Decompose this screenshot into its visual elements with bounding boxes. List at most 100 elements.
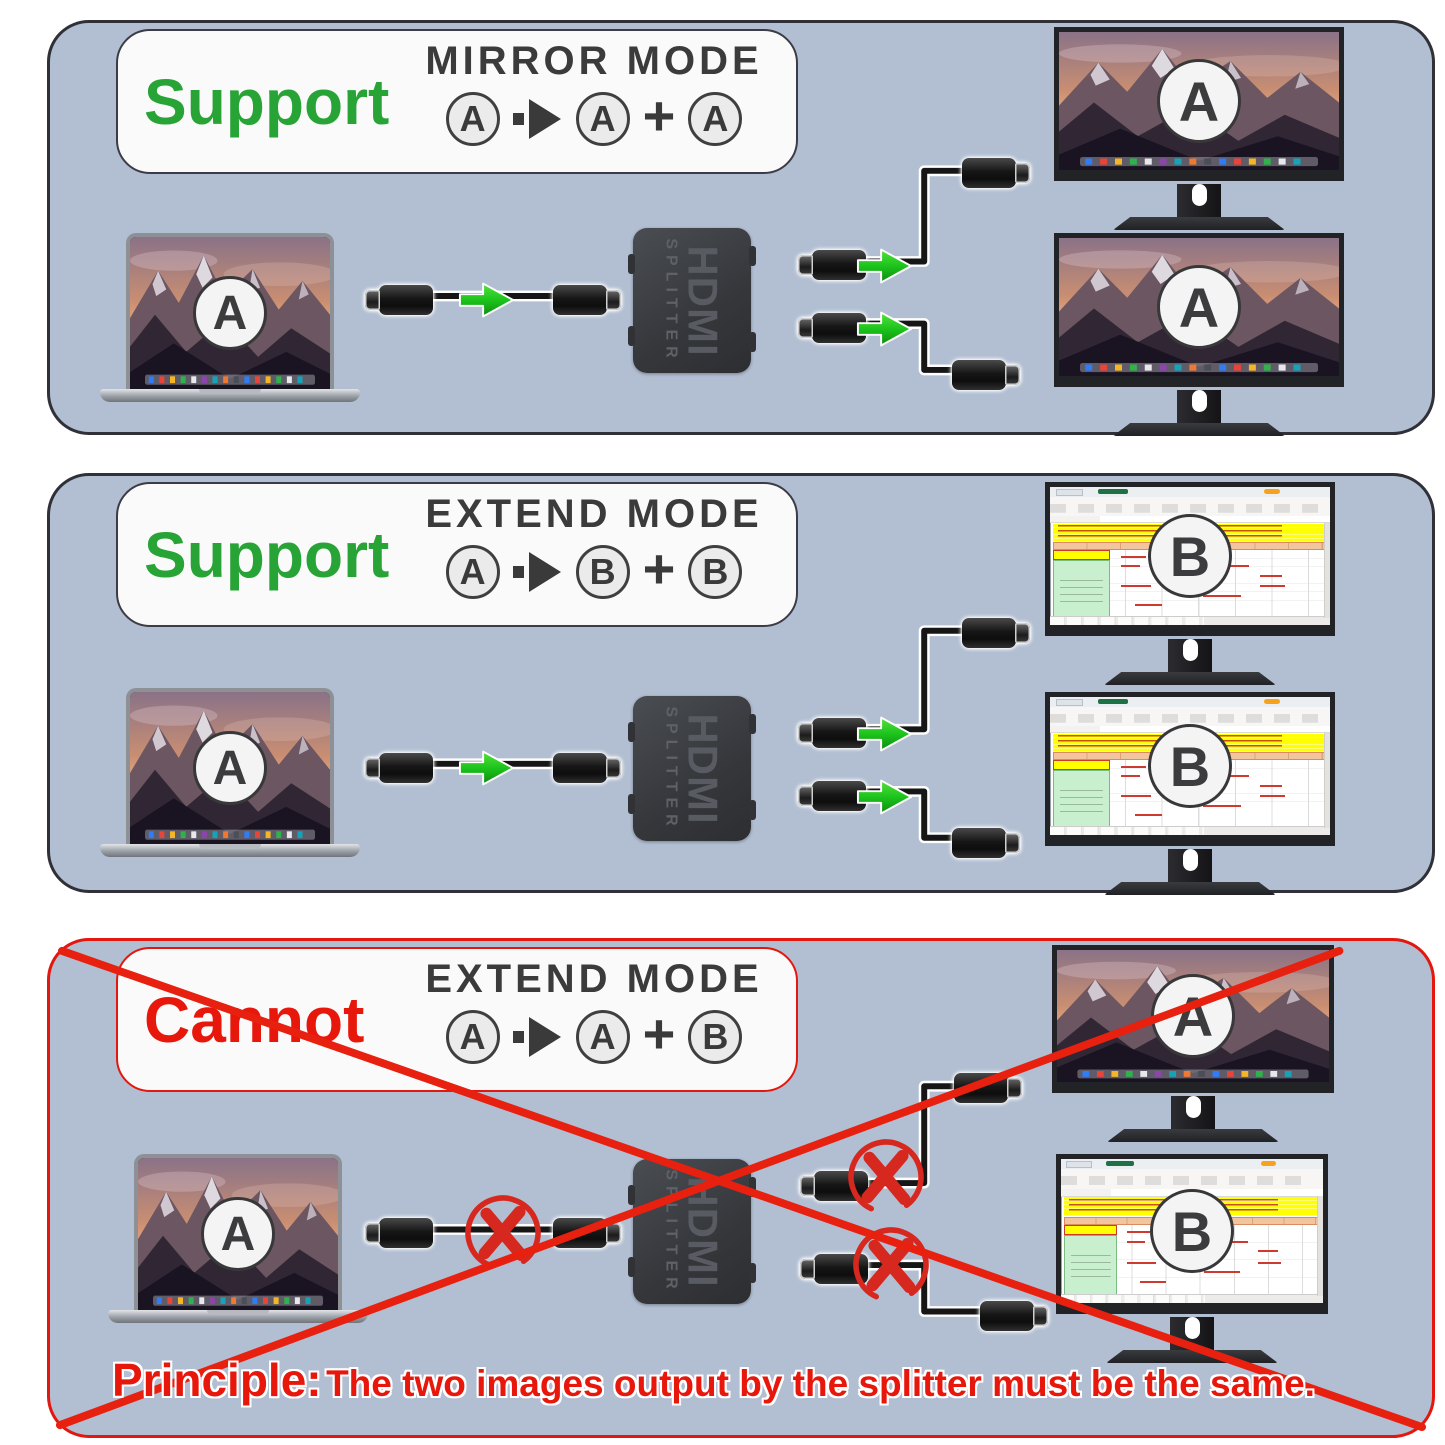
- monitor-signal-tag: A: [1151, 974, 1235, 1058]
- hdmi-splitter: HDMI SPLITTER: [628, 228, 756, 373]
- hdmi-connector-icon: [363, 285, 433, 315]
- laptop-screen: A: [126, 688, 334, 844]
- green-note-cell: [1052, 559, 1111, 618]
- laptop-base: [100, 844, 360, 857]
- monitor-signal-tag: B: [1148, 724, 1232, 808]
- laptop-signal-tag: A: [201, 1197, 275, 1271]
- mode-title: EXTEND MODE: [425, 957, 763, 1001]
- monitor-stand: [1170, 1317, 1214, 1351]
- output2-signal-circle: B: [688, 1010, 743, 1064]
- green-arrow-icon: [856, 243, 914, 289]
- green-arrow: [856, 311, 913, 347]
- crossed-out-circle: [853, 1227, 929, 1303]
- scrollbar: [1323, 732, 1330, 829]
- splitter-brand: HDMI: [679, 244, 727, 357]
- dock-icons: [1082, 1071, 1292, 1077]
- input-signal-circle: A: [445, 1010, 500, 1064]
- mode-header-card: Cannot EXTEND MODE A A + B: [116, 947, 798, 1092]
- splitter-brand: HDMI: [679, 712, 727, 825]
- monitor-signal-tag: B: [1148, 514, 1232, 598]
- green-note-cell: [1052, 769, 1111, 828]
- support-badge: Support: [144, 518, 390, 591]
- monitor-screen: A: [1054, 233, 1344, 387]
- scrollbar: [1323, 522, 1330, 619]
- dock-icons: [1085, 158, 1301, 165]
- laptop-base: [108, 1310, 368, 1323]
- splitter-label-block: HDMI SPLITTER: [662, 694, 727, 844]
- mode-header-card: Support EXTEND MODE A B + B: [116, 482, 798, 627]
- input-signal-circle: A: [445, 545, 500, 599]
- monitor-signal-tag: A: [1157, 59, 1241, 143]
- splitter-name: SPLITTER: [662, 705, 680, 832]
- support-badge: Support: [144, 65, 390, 138]
- arrow-right-icon: [512, 99, 563, 139]
- dock-icons: [148, 376, 303, 384]
- hdmi-connector-icon: [553, 1218, 623, 1248]
- mode-header: EXTEND MODE A A + B: [396, 957, 792, 1064]
- monitor-stand: [1177, 390, 1221, 424]
- hdmi-connector-icon: [962, 158, 1032, 188]
- red-x-mark-icon: [840, 1131, 932, 1223]
- monitor-base: [1113, 423, 1285, 436]
- stand-slot: [1184, 1317, 1200, 1339]
- output-monitor-2: B: [1056, 1154, 1328, 1363]
- plus-sign: +: [642, 537, 676, 600]
- yellow-cell: [1052, 550, 1111, 560]
- monitor-signal-tag: B: [1150, 1189, 1234, 1273]
- laptop-notch: [199, 389, 261, 394]
- green-arrow: [458, 282, 515, 318]
- red-x-mark-icon: [457, 1187, 549, 1279]
- sheet-tabs: [1050, 826, 1330, 835]
- output1-signal-circle: B: [575, 545, 630, 599]
- output2-signal-circle: B: [688, 545, 743, 599]
- hdmi-splitter: HDMI SPLITTER: [628, 1157, 756, 1307]
- hdmi-connector-icon: [553, 753, 623, 783]
- laptop-notch: [207, 1310, 269, 1315]
- hdmi-connector-icon: [363, 1218, 433, 1248]
- hdmi-connector-icon: [553, 285, 623, 315]
- splitter-label-block: HDMI SPLITTER: [662, 1157, 727, 1307]
- source-laptop: A: [100, 688, 360, 857]
- stand-slot: [1191, 390, 1207, 412]
- hdmi-connector-icon: [952, 828, 1022, 858]
- hdmi-connector-icon: [954, 1073, 1024, 1103]
- cannot-badge: Cannot: [144, 983, 365, 1056]
- monitor-stand: [1168, 849, 1212, 883]
- principle-note: Principle: The two images output by the …: [112, 1353, 1315, 1407]
- green-arrow-icon: [458, 277, 516, 323]
- laptop-base: [100, 389, 360, 402]
- excel-ribbon: [1061, 1169, 1323, 1191]
- green-arrow: [856, 716, 913, 752]
- green-arrow: [856, 779, 913, 815]
- monitor-stand: [1171, 1096, 1215, 1130]
- arrow-right-icon: [512, 1017, 563, 1057]
- mode-formula: A A + B: [396, 1006, 792, 1064]
- dock-icons: [156, 1297, 311, 1305]
- support-mirror-panel: Support MIRROR MODE A A + A: [47, 20, 1435, 436]
- mode-header-card: Support MIRROR MODE A A + A: [116, 29, 798, 174]
- green-arrow-icon: [856, 711, 914, 757]
- monitor-signal-tag: A: [1157, 265, 1241, 349]
- green-arrow-icon: [458, 745, 516, 791]
- arrow-right-icon: [512, 552, 563, 592]
- green-arrow-icon: [856, 306, 914, 352]
- plus-sign: +: [642, 84, 676, 147]
- output-monitor-2: A: [1054, 233, 1344, 436]
- monitor-screen: B: [1045, 692, 1335, 846]
- scrollbar: [1317, 1196, 1323, 1296]
- green-arrow-icon: [856, 774, 914, 820]
- monitor-screen: B: [1045, 482, 1335, 636]
- input-signal-circle: A: [445, 92, 500, 146]
- output-monitor-1: B: [1045, 482, 1335, 685]
- laptop-signal-tag: A: [193, 276, 267, 350]
- output1-signal-circle: A: [575, 1010, 630, 1064]
- source-laptop: A: [100, 233, 360, 402]
- mode-formula: A B + B: [396, 537, 792, 600]
- mode-header: EXTEND MODE A B + B: [396, 492, 792, 599]
- dock-icons: [1085, 364, 1301, 371]
- mode-formula: A A + A: [396, 84, 792, 147]
- dock-icons: [148, 831, 303, 839]
- cannot-extend-panel: Cannot EXTEND MODE A A + B: [47, 938, 1435, 1438]
- output-monitor-1: A: [1054, 27, 1344, 230]
- mode-title: MIRROR MODE: [425, 39, 763, 83]
